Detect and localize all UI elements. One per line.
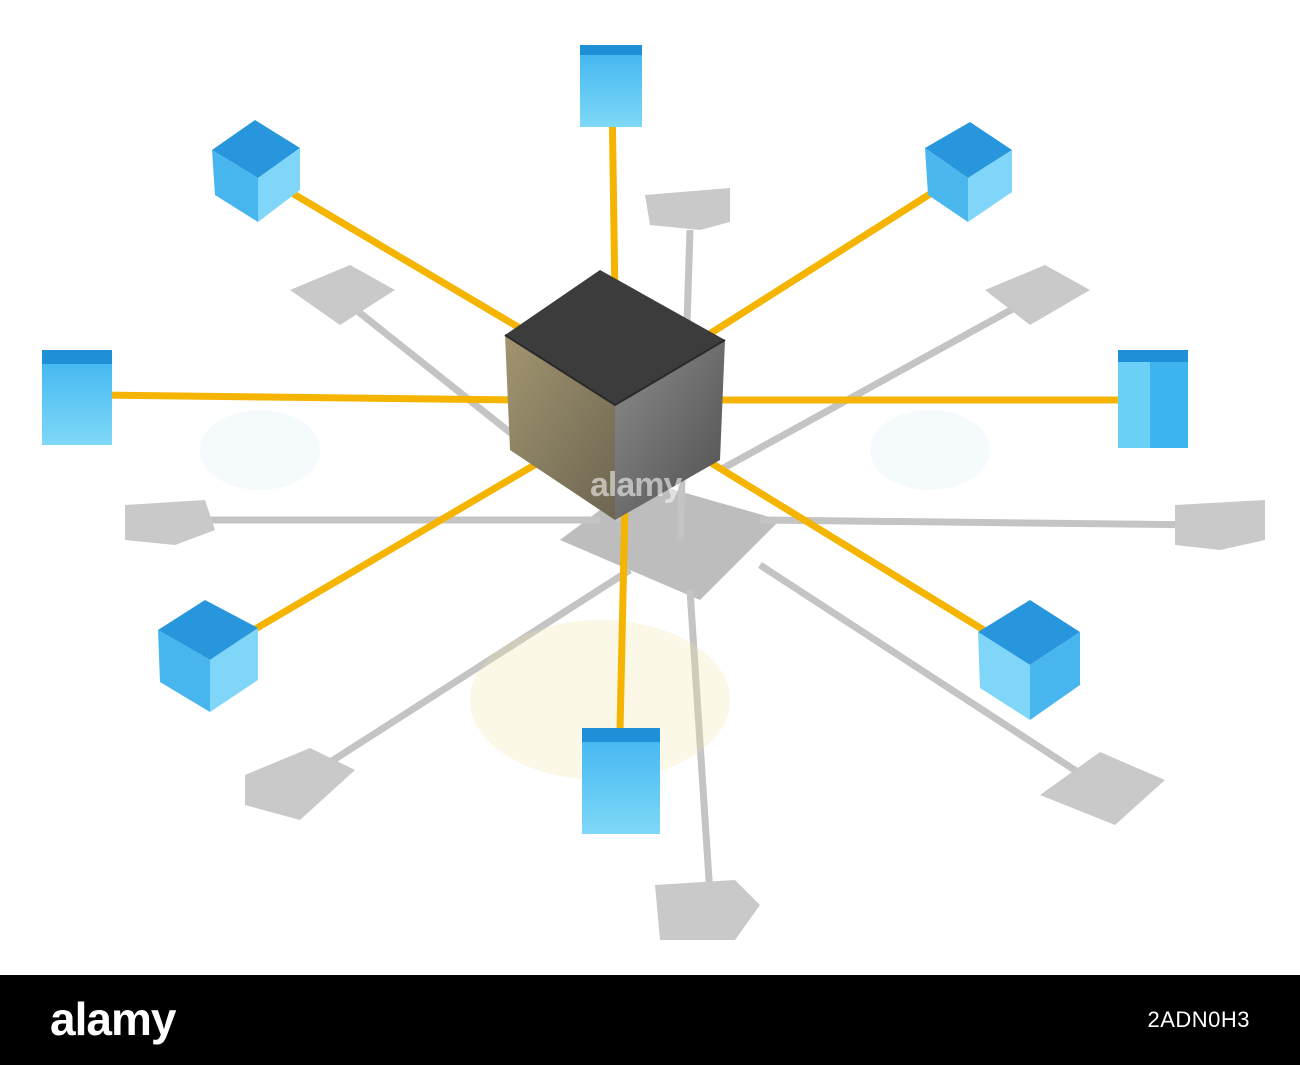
link-bottom-right — [686, 446, 1004, 644]
nodes — [42, 45, 1188, 834]
node-cube-bottom-right — [978, 600, 1080, 720]
node-cube-bottom — [582, 728, 660, 834]
link-left — [96, 391, 524, 404]
node-cube-top — [580, 45, 642, 127]
brand-logo: alamy — [50, 993, 176, 1045]
hub-cube — [504, 270, 726, 520]
watermark-text: alamy — [590, 466, 682, 504]
link-bottom — [616, 501, 629, 734]
link-top-left — [266, 176, 544, 344]
network-diagram — [42, 45, 1265, 940]
links — [96, 91, 1129, 734]
node-cube-top-right — [925, 122, 1012, 222]
image-id-label: 2ADN0H3 — [1147, 1007, 1250, 1032]
shadow-nodes — [125, 188, 1265, 940]
link-bottom-left — [241, 446, 564, 639]
footer-bar: alamy 2ADN0H3 — [0, 975, 1300, 1065]
node-cube-top-left — [212, 120, 300, 222]
shadow-links — [175, 229, 1211, 896]
reflection — [200, 410, 990, 780]
link-top-right — [696, 171, 964, 344]
node-cube-left — [42, 350, 112, 445]
shadows — [125, 188, 1265, 940]
node-cube-bottom-left — [158, 600, 258, 712]
link-top — [608, 91, 619, 304]
network-illustration: alamy — [42, 45, 1265, 940]
node-cube-right — [1118, 350, 1188, 448]
